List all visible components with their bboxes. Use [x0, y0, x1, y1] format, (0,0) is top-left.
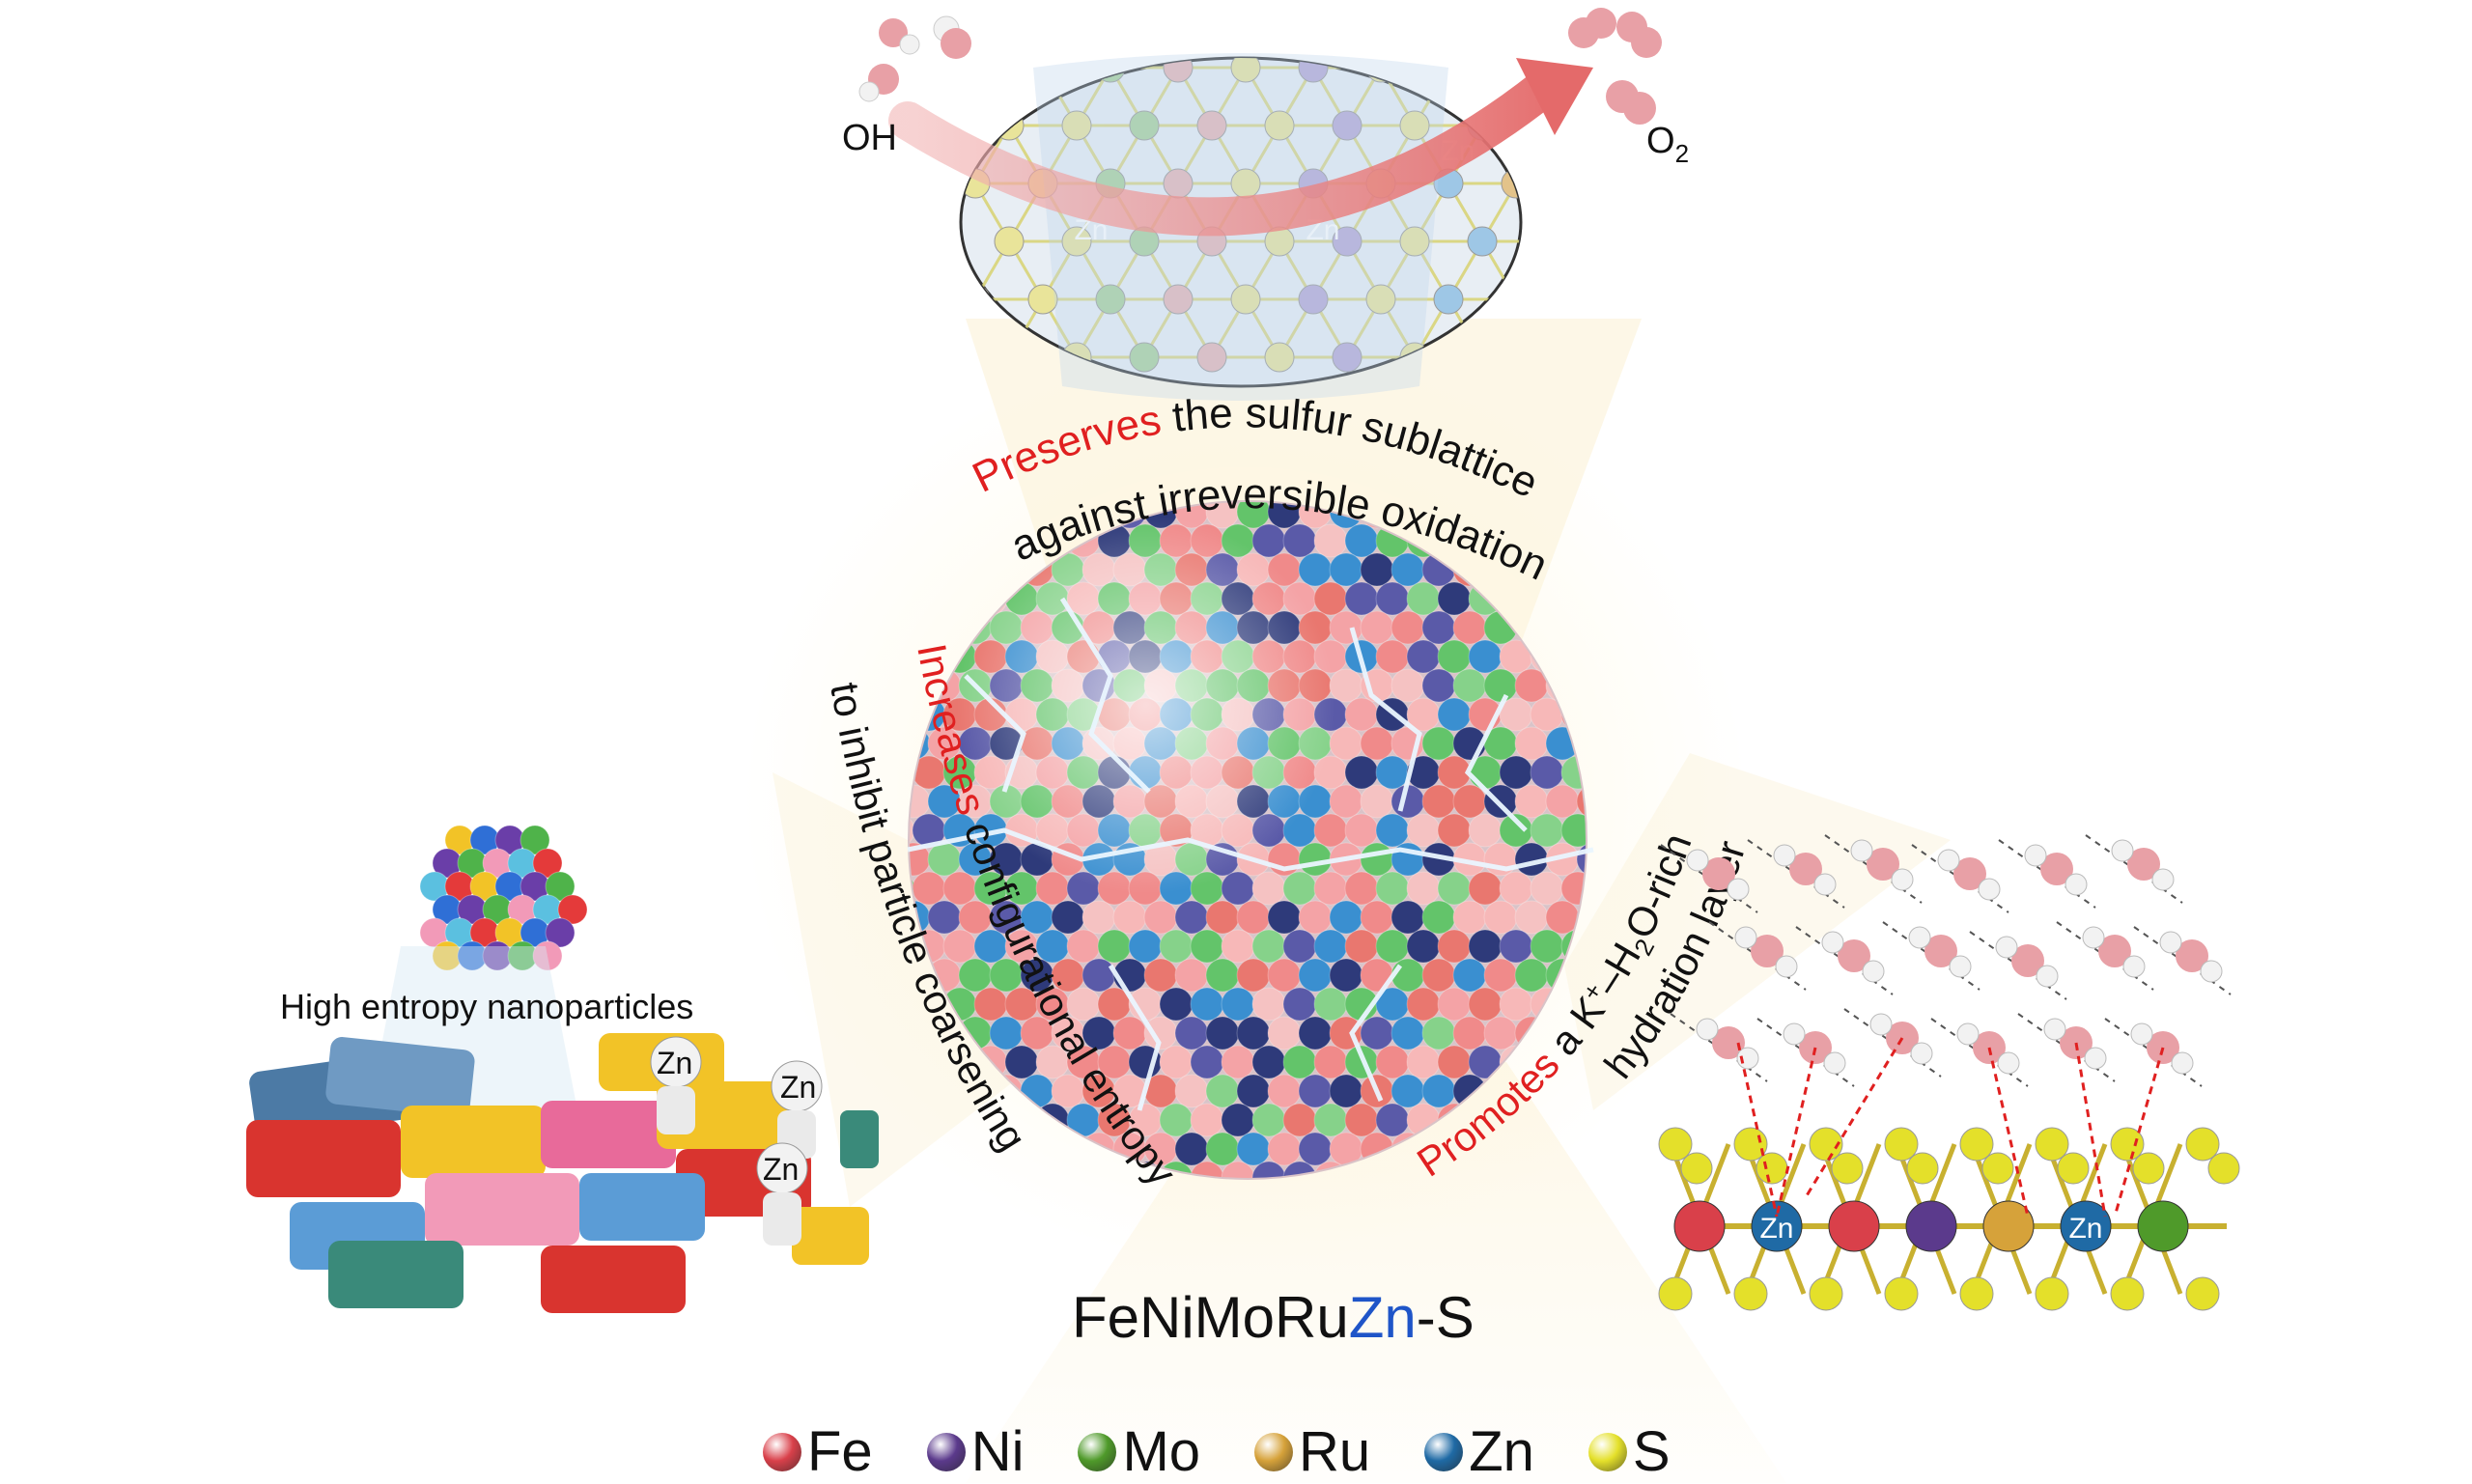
zn-label-1: Zn — [657, 1046, 692, 1080]
legend-swatch-icon — [763, 1432, 801, 1471]
zn-figure-1 — [650, 1036, 702, 1134]
legend-label: Ru — [1299, 1420, 1371, 1483]
legend-label: Mo — [1122, 1420, 1201, 1483]
zn-site-label: Zn — [2068, 1213, 2102, 1245]
legend-label: Ni — [970, 1420, 1025, 1483]
legend-item-s: S — [1587, 1419, 1671, 1484]
legend-item-mo: Mo — [1078, 1419, 1200, 1484]
legend-label: Zn — [1469, 1420, 1534, 1483]
zn-site-label: Zn — [1759, 1213, 1793, 1245]
reaction-arrow — [888, 68, 1564, 237]
legend-item-ru: Ru — [1254, 1419, 1370, 1484]
o2-molecules — [1568, 8, 1662, 125]
legend-item-fe: Fe — [763, 1419, 873, 1484]
legend-swatch-icon — [1587, 1432, 1627, 1471]
legend-swatch-icon — [1424, 1432, 1464, 1471]
puzzle-panel — [246, 825, 879, 1313]
compound-formula: FeNiMoRuZn-S — [1072, 1285, 1475, 1350]
element-legend: Fe Ni Mo Ru Zn S — [763, 1419, 1671, 1484]
oh-label: OH — [842, 118, 897, 158]
legend-swatch-icon — [926, 1432, 966, 1471]
legend-label: Fe — [807, 1420, 873, 1483]
legend-item-zn: Zn — [1424, 1419, 1534, 1484]
legend-item-ni: Ni — [926, 1419, 1025, 1484]
legend-swatch-icon — [1078, 1432, 1117, 1471]
zn-label-3: Zn — [763, 1152, 799, 1187]
zn-figure-3 — [756, 1142, 808, 1246]
zn-label-2: Zn — [780, 1070, 816, 1105]
high-entropy-label: High entropy nanoparticles — [280, 987, 693, 1026]
oh-molecules — [858, 15, 971, 102]
legend-label: S — [1632, 1420, 1671, 1483]
hydration-panel: Zn Zn — [1658, 834, 2240, 1311]
o2-label: O2 — [1646, 121, 1689, 168]
legend-swatch-icon — [1254, 1432, 1294, 1471]
